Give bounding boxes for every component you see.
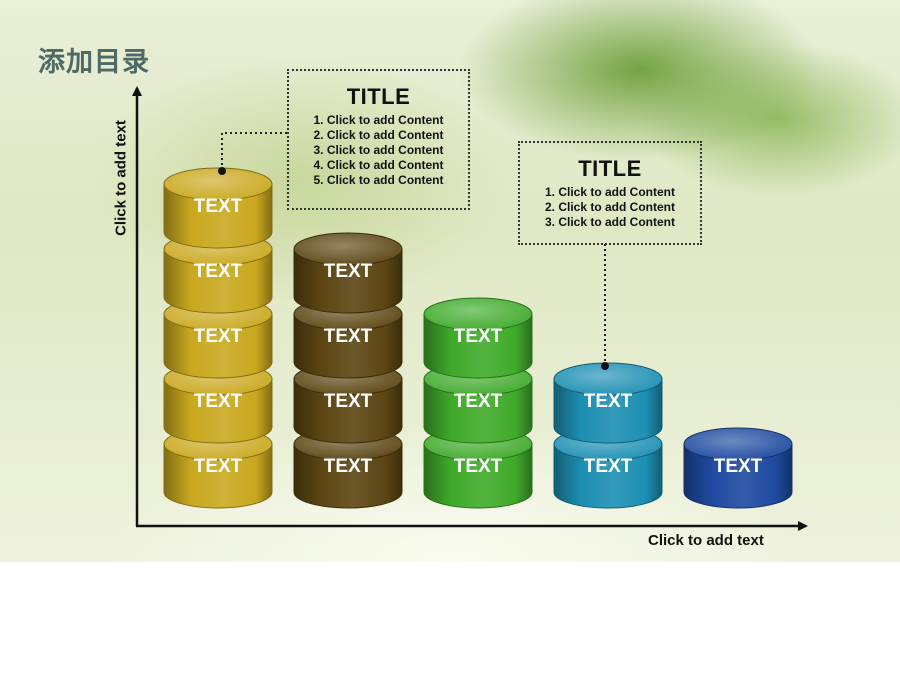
disk-label: TEXT [454, 326, 503, 347]
callout-item: 4. Click to add Content [313, 158, 444, 172]
disk-label: TEXT [584, 456, 633, 477]
callout-item: 2. Click to add Content [313, 128, 444, 142]
column-5: TEXT [683, 427, 793, 509]
disk-top [293, 232, 403, 266]
disk-label: TEXT [324, 261, 373, 282]
disk-body [423, 378, 533, 444]
disk-body [423, 443, 533, 509]
disk-body [163, 183, 273, 249]
disk-top [423, 297, 533, 331]
disk[interactable]: TEXT [163, 167, 273, 249]
disk[interactable]: TEXT [423, 297, 533, 379]
disk-label: TEXT [324, 456, 373, 477]
disk[interactable]: TEXT [683, 427, 793, 509]
disk[interactable]: TEXT [553, 362, 663, 444]
callout-list: 1. Click to add Content 2. Click to add … [520, 185, 700, 230]
disk-top [553, 362, 663, 396]
x-axis-label[interactable]: Click to add text [648, 532, 764, 549]
disk-label: TEXT [194, 456, 243, 477]
disk-label: TEXT [194, 261, 243, 282]
disk-body [553, 443, 663, 509]
stacked-disk-diagram: TEXTTEXTTEXTTEXTTEXTTEXTTEXTTEXTTEXTTEXT… [132, 86, 808, 531]
disk-label: TEXT [454, 391, 503, 412]
y-axis-label[interactable]: Click to add text [112, 120, 130, 236]
disk-label: TEXT [324, 326, 373, 347]
column-2: TEXT TEXT TEXT TEXT [293, 232, 403, 509]
callout-title: TITLE [346, 84, 411, 109]
column-1: TEXT TEXT TEXT TEXT TEXT [163, 167, 273, 509]
disk-label: TEXT [324, 391, 373, 412]
connector-dot-2 [601, 362, 609, 370]
disk-top [683, 427, 793, 461]
disk-label: TEXT [454, 456, 503, 477]
connector-line-1 [221, 132, 288, 170]
disk-body [163, 248, 273, 314]
connector-dot-1 [218, 167, 226, 175]
callout-title: TITLE [578, 156, 642, 181]
callout-item: 1. Click to add Content [544, 185, 675, 199]
slide-title: 添加目录 [38, 47, 150, 78]
disk-label: TEXT [194, 196, 243, 217]
column-3: TEXT TEXT TEXT [423, 297, 533, 509]
disk[interactable]: TEXT [293, 232, 403, 314]
disk-body [293, 313, 403, 379]
disk-label: TEXT [714, 456, 763, 477]
disk-body [163, 378, 273, 444]
callout-box-1[interactable]: TITLE 1. Click to add Content 2. Click t… [287, 69, 470, 210]
callout-box-2[interactable]: TITLE 1. Click to add Content 2. Click t… [518, 141, 702, 245]
disk-body [553, 378, 663, 444]
callout-item: 2. Click to add Content [544, 200, 675, 214]
disk-label: TEXT [194, 391, 243, 412]
disk-body [423, 313, 533, 379]
callout-item: 3. Click to add Content [313, 143, 444, 157]
disk-body [293, 248, 403, 314]
disk-body [163, 443, 273, 509]
disk-body [683, 443, 793, 509]
column-4: TEXT TEXT [553, 362, 663, 509]
disk-top [163, 167, 273, 201]
disk-label: TEXT [584, 391, 633, 412]
disk-body [163, 313, 273, 379]
callout-item: 3. Click to add Content [544, 215, 675, 229]
callout-item: 1. Click to add Content [313, 113, 444, 127]
disk-body [293, 378, 403, 444]
callout-list: 1. Click to add Content 2. Click to add … [289, 113, 468, 188]
disk-label: TEXT [194, 326, 243, 347]
disk-body [293, 443, 403, 509]
callout-item: 5. Click to add Content [313, 173, 444, 187]
